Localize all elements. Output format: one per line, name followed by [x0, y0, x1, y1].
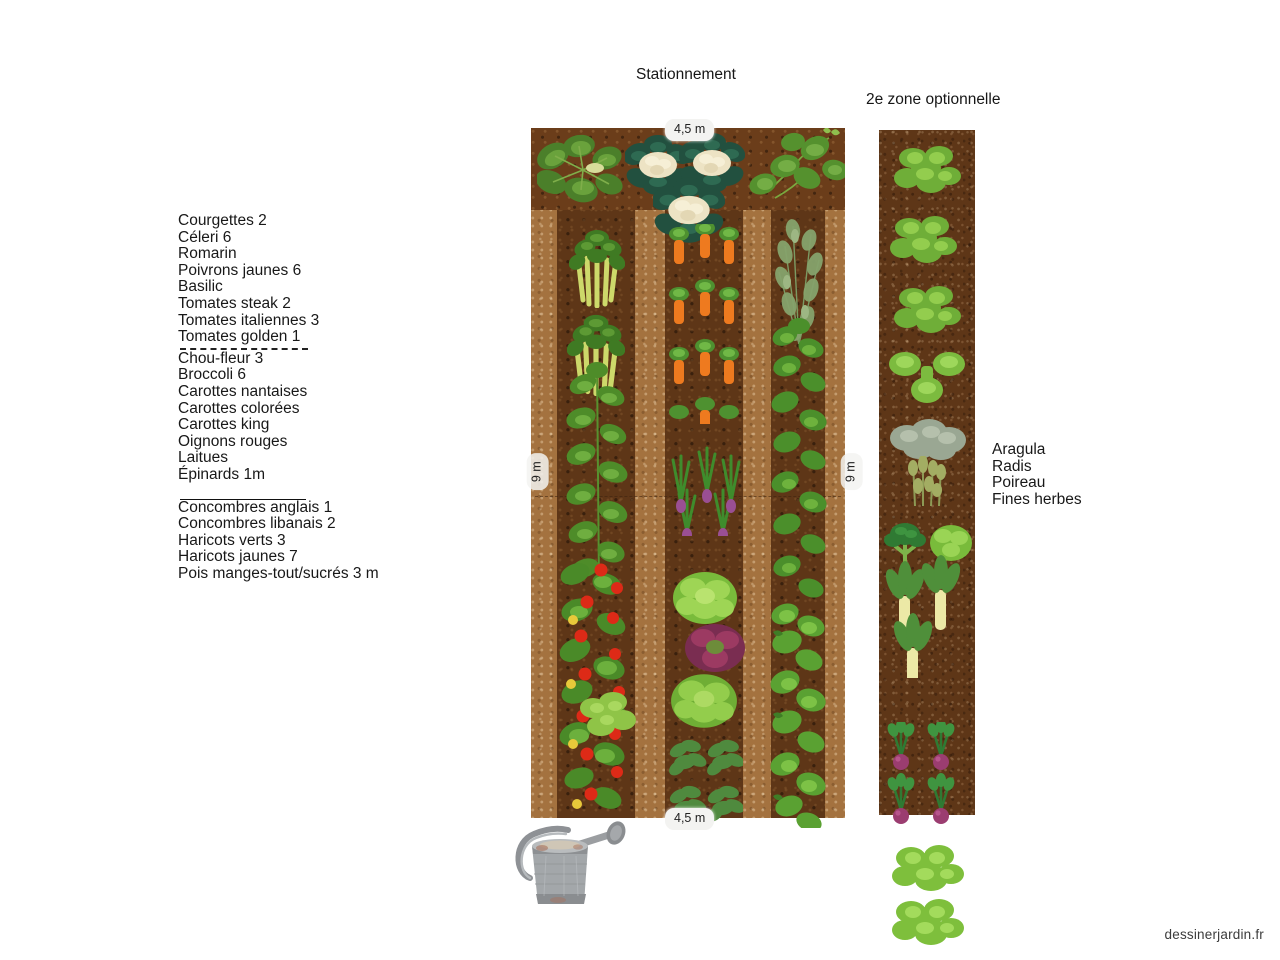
zone2-legend-list: Aragula Radis Poireau Fines herbes: [992, 441, 1082, 508]
mid-dashed-divider: [535, 496, 841, 497]
legend-item: Haricots jaunes 7: [178, 548, 298, 566]
legend-item: Céleri 6: [178, 228, 232, 246]
dimension-badge-bottom: 4,5 m: [665, 808, 715, 830]
dimension-badge-right: 9 m: [840, 453, 863, 491]
dimension-badge-top: 4,5 m: [665, 119, 715, 141]
legend-item: Laitues: [178, 449, 228, 467]
legend-group-2: Chou-fleur 3 Broccoli 6 Carottes nantais…: [178, 349, 478, 484]
legend-item: Fines herbes: [992, 490, 1082, 508]
garden-plot-zone2-optionnelle[interactable]: [879, 130, 975, 945]
legend-group-3: Concombres anglais 1 Concombres libanais…: [178, 498, 478, 583]
legend-item: Poireau: [992, 474, 1046, 492]
legend-item: Tomates steak 2: [178, 294, 291, 312]
legend-item: Tomates golden 1: [178, 328, 301, 346]
garden-path: [825, 128, 845, 818]
dimension-badge-left: 9 m: [526, 453, 549, 491]
legend-item: Broccoli 6: [178, 366, 247, 384]
legend-item: Haricots verts 3: [178, 531, 286, 549]
legend-item: Chou-fleur 3: [178, 349, 264, 367]
garden-path: [635, 128, 665, 818]
legend-separator-dashed: [180, 347, 308, 350]
legend-item: Pois manges-tout/sucrés 3 m: [178, 564, 379, 582]
watermark: dessinerjardin.fr: [1164, 927, 1264, 942]
legend-item: Concombres libanais 2: [178, 515, 336, 533]
planting-bed-middle[interactable]: [665, 128, 743, 818]
legend-item: Concombres anglais 1: [178, 498, 333, 516]
legend-item: Basilic: [178, 278, 223, 296]
planting-bed-left[interactable]: [557, 128, 635, 818]
legend-item: Oignons rouges: [178, 432, 288, 450]
legend-item: Radis: [992, 457, 1032, 475]
heading-zone2-optionnelle: 2e zone optionnelle: [866, 91, 1001, 108]
legend-item: Carottes colorées: [178, 399, 300, 417]
plant-legend-list: Courgettes 2 Céleri 6 Romarin Poivrons j…: [178, 212, 478, 583]
legend-item: Poivrons jaunes 6: [178, 261, 302, 279]
heading-stationnement: Stationnement: [636, 66, 736, 83]
watering-can-icon: [515, 821, 626, 904]
legend-item: Courgettes 2: [178, 212, 267, 229]
legend-item: Carottes nantaises: [178, 382, 308, 400]
planting-bed-right[interactable]: [771, 128, 825, 818]
soil-base-zone2: [879, 130, 975, 815]
legend-item: Épinards 1m: [178, 465, 266, 483]
legend-group-1: Courgettes 2 Céleri 6 Romarin Poivrons j…: [178, 212, 478, 346]
garden-path: [743, 128, 771, 818]
legend-item: Aragula: [992, 441, 1046, 458]
legend-item: Romarin: [178, 245, 237, 263]
legend-item: Carottes king: [178, 416, 270, 434]
legend-separator-solid: [180, 498, 306, 500]
legend-item: Tomates italiennes 3: [178, 311, 320, 329]
plant-aragula: [892, 845, 964, 891]
plant-aragula: [892, 899, 964, 945]
garden-plot-main[interactable]: [531, 128, 845, 828]
